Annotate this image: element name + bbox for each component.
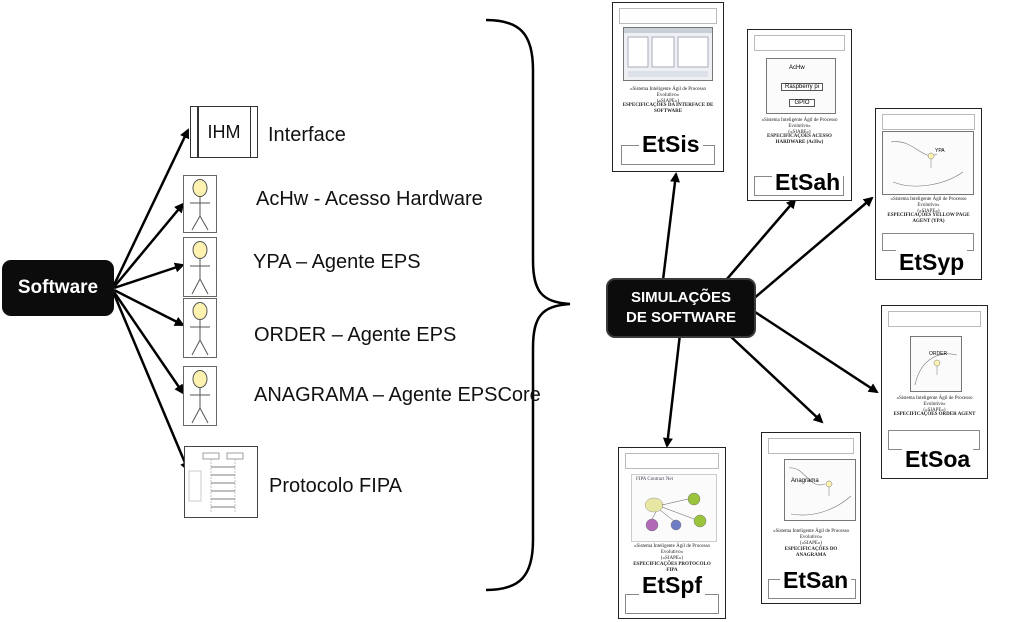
hardware-diagram-thumbnail: AcHw Raspberry pi GPIO <box>766 58 836 114</box>
img-label-fipa: FIPA Contract Net <box>636 477 674 482</box>
doc-etsah: AcHw Raspberry pi GPIO «Sistema Intelige… <box>747 29 852 201</box>
img-label-order: ORDER <box>929 351 948 357</box>
doc-code-etsah: EtSah <box>772 169 844 195</box>
doc-header <box>768 438 854 454</box>
arrow-software-ihm <box>112 128 190 286</box>
software-node: Software <box>2 260 114 316</box>
doc-header <box>754 35 845 51</box>
arrow-software-ypa <box>113 262 185 290</box>
img-label-raspberry: Raspberry pi <box>781 83 823 91</box>
label-protocolo: Protocolo FIPA <box>269 475 403 497</box>
label-anagrama: ANAGRAMA – Agente EPSCore <box>254 384 541 406</box>
ihm-icon-label: IHM <box>207 121 241 142</box>
arrow-sim-etsah <box>726 198 797 280</box>
arrow-sim-etsis <box>661 172 680 281</box>
doc-header <box>888 311 981 327</box>
label-achw: AcHw - Acesso Hardware <box>256 188 483 210</box>
anagrama-diagram-thumbnail: Anagrama <box>784 459 856 521</box>
doc-code-etspf: EtSpf <box>639 572 706 598</box>
arrow-software-anagrama <box>112 291 185 395</box>
arrow-sim-etsoa <box>751 308 879 394</box>
doc-etsan: Anagrama «Sistema Inteligente Ágil de Pr… <box>761 432 861 604</box>
doc-subtitle: ESPECIFICAÇÕES PROTOCOLO FIPA <box>633 562 711 573</box>
img-label-achw: AcHw <box>789 65 805 71</box>
fipa-contract-net-thumbnail: FIPA Contract Net <box>631 474 717 542</box>
arrow-sim-etsyp <box>751 196 874 301</box>
doc-code-etsoa: EtSoa <box>902 446 974 472</box>
doc-code-etsan: EtSan <box>780 567 852 593</box>
img-label-gpio: GPIO <box>789 99 815 107</box>
arrow-software-protocolo <box>112 293 190 472</box>
label-order: ORDER – Agente EPS <box>254 324 457 346</box>
doc-etspf: FIPA Contract Net «Sistema Inteligente Á… <box>618 447 726 619</box>
doc-header <box>625 453 719 469</box>
actor-anagrama-icon <box>183 366 217 426</box>
doc-etsis: «Sistema Inteligente Ágil de Processo Ev… <box>612 2 724 172</box>
doc-title: «Sistema Inteligente Ágil de Processo Ev… <box>761 118 838 135</box>
actor-achw-icon <box>183 175 217 233</box>
doc-subtitle: ESPECIFICAÇÕES DA INTERFACE DE SOFTWARE <box>622 103 714 114</box>
arrow-sim-etspf <box>662 333 682 448</box>
curly-brace <box>485 18 571 592</box>
img-label-anagrama: Anagrama <box>791 478 819 484</box>
fipa-sequence-thumbnail <box>184 446 258 518</box>
doc-subtitle: ESPECIFICAÇÕES ACESSO HARDWARE (AcHw) <box>767 134 832 145</box>
arrow-sim-etsan <box>727 333 824 424</box>
doc-subtitle: ESPECIFICAÇÕES DO ANAGRAMA <box>784 547 838 558</box>
doc-subtitle: ESPECIFICAÇÕES ORDER AGENT <box>893 412 976 417</box>
interface-screenshot-thumbnail <box>623 27 713 81</box>
doc-header <box>882 114 975 130</box>
actor-order-icon <box>183 298 217 358</box>
arrow-software-order <box>113 288 185 327</box>
img-label-ypa: YPA <box>935 148 945 154</box>
simulacoes-node: SIMULAÇÕES DE SOFTWARE <box>606 278 756 338</box>
ihm-icon: IHM <box>190 106 258 158</box>
doc-title: «Sistema Inteligente Ágil de Processo Ev… <box>629 87 707 104</box>
doc-etsoa: ORDER «Sistema Inteligente Ágil de Proce… <box>881 305 988 479</box>
label-ypa: YPA – Agente EPS <box>253 251 421 273</box>
doc-code-etsyp: EtSyp <box>896 249 968 275</box>
doc-title: «Sistema Inteligente Ágil de Processo Ev… <box>896 396 973 413</box>
ypa-diagram-thumbnail: YPA <box>882 131 974 195</box>
order-diagram-thumbnail: ORDER <box>910 336 962 392</box>
doc-subtitle: ESPECIFICAÇÕES YELLOW PAGE AGENT (YPA) <box>887 213 970 224</box>
doc-title: «Sistema Inteligente Ágil de Processo Ev… <box>890 197 967 214</box>
doc-etsyp: YPA «Sistema Inteligente Ágil de Process… <box>875 108 982 280</box>
doc-code-etsis: EtSis <box>639 131 703 157</box>
doc-header <box>619 8 717 24</box>
actor-ypa-icon <box>183 237 217 297</box>
label-interface: Interface <box>268 124 346 146</box>
arrow-software-achw <box>113 202 185 288</box>
doc-title: «Sistema Inteligente Ágil de Processo Ev… <box>772 529 850 546</box>
doc-title: «Sistema Inteligente Ágil de Processo Ev… <box>633 544 711 561</box>
